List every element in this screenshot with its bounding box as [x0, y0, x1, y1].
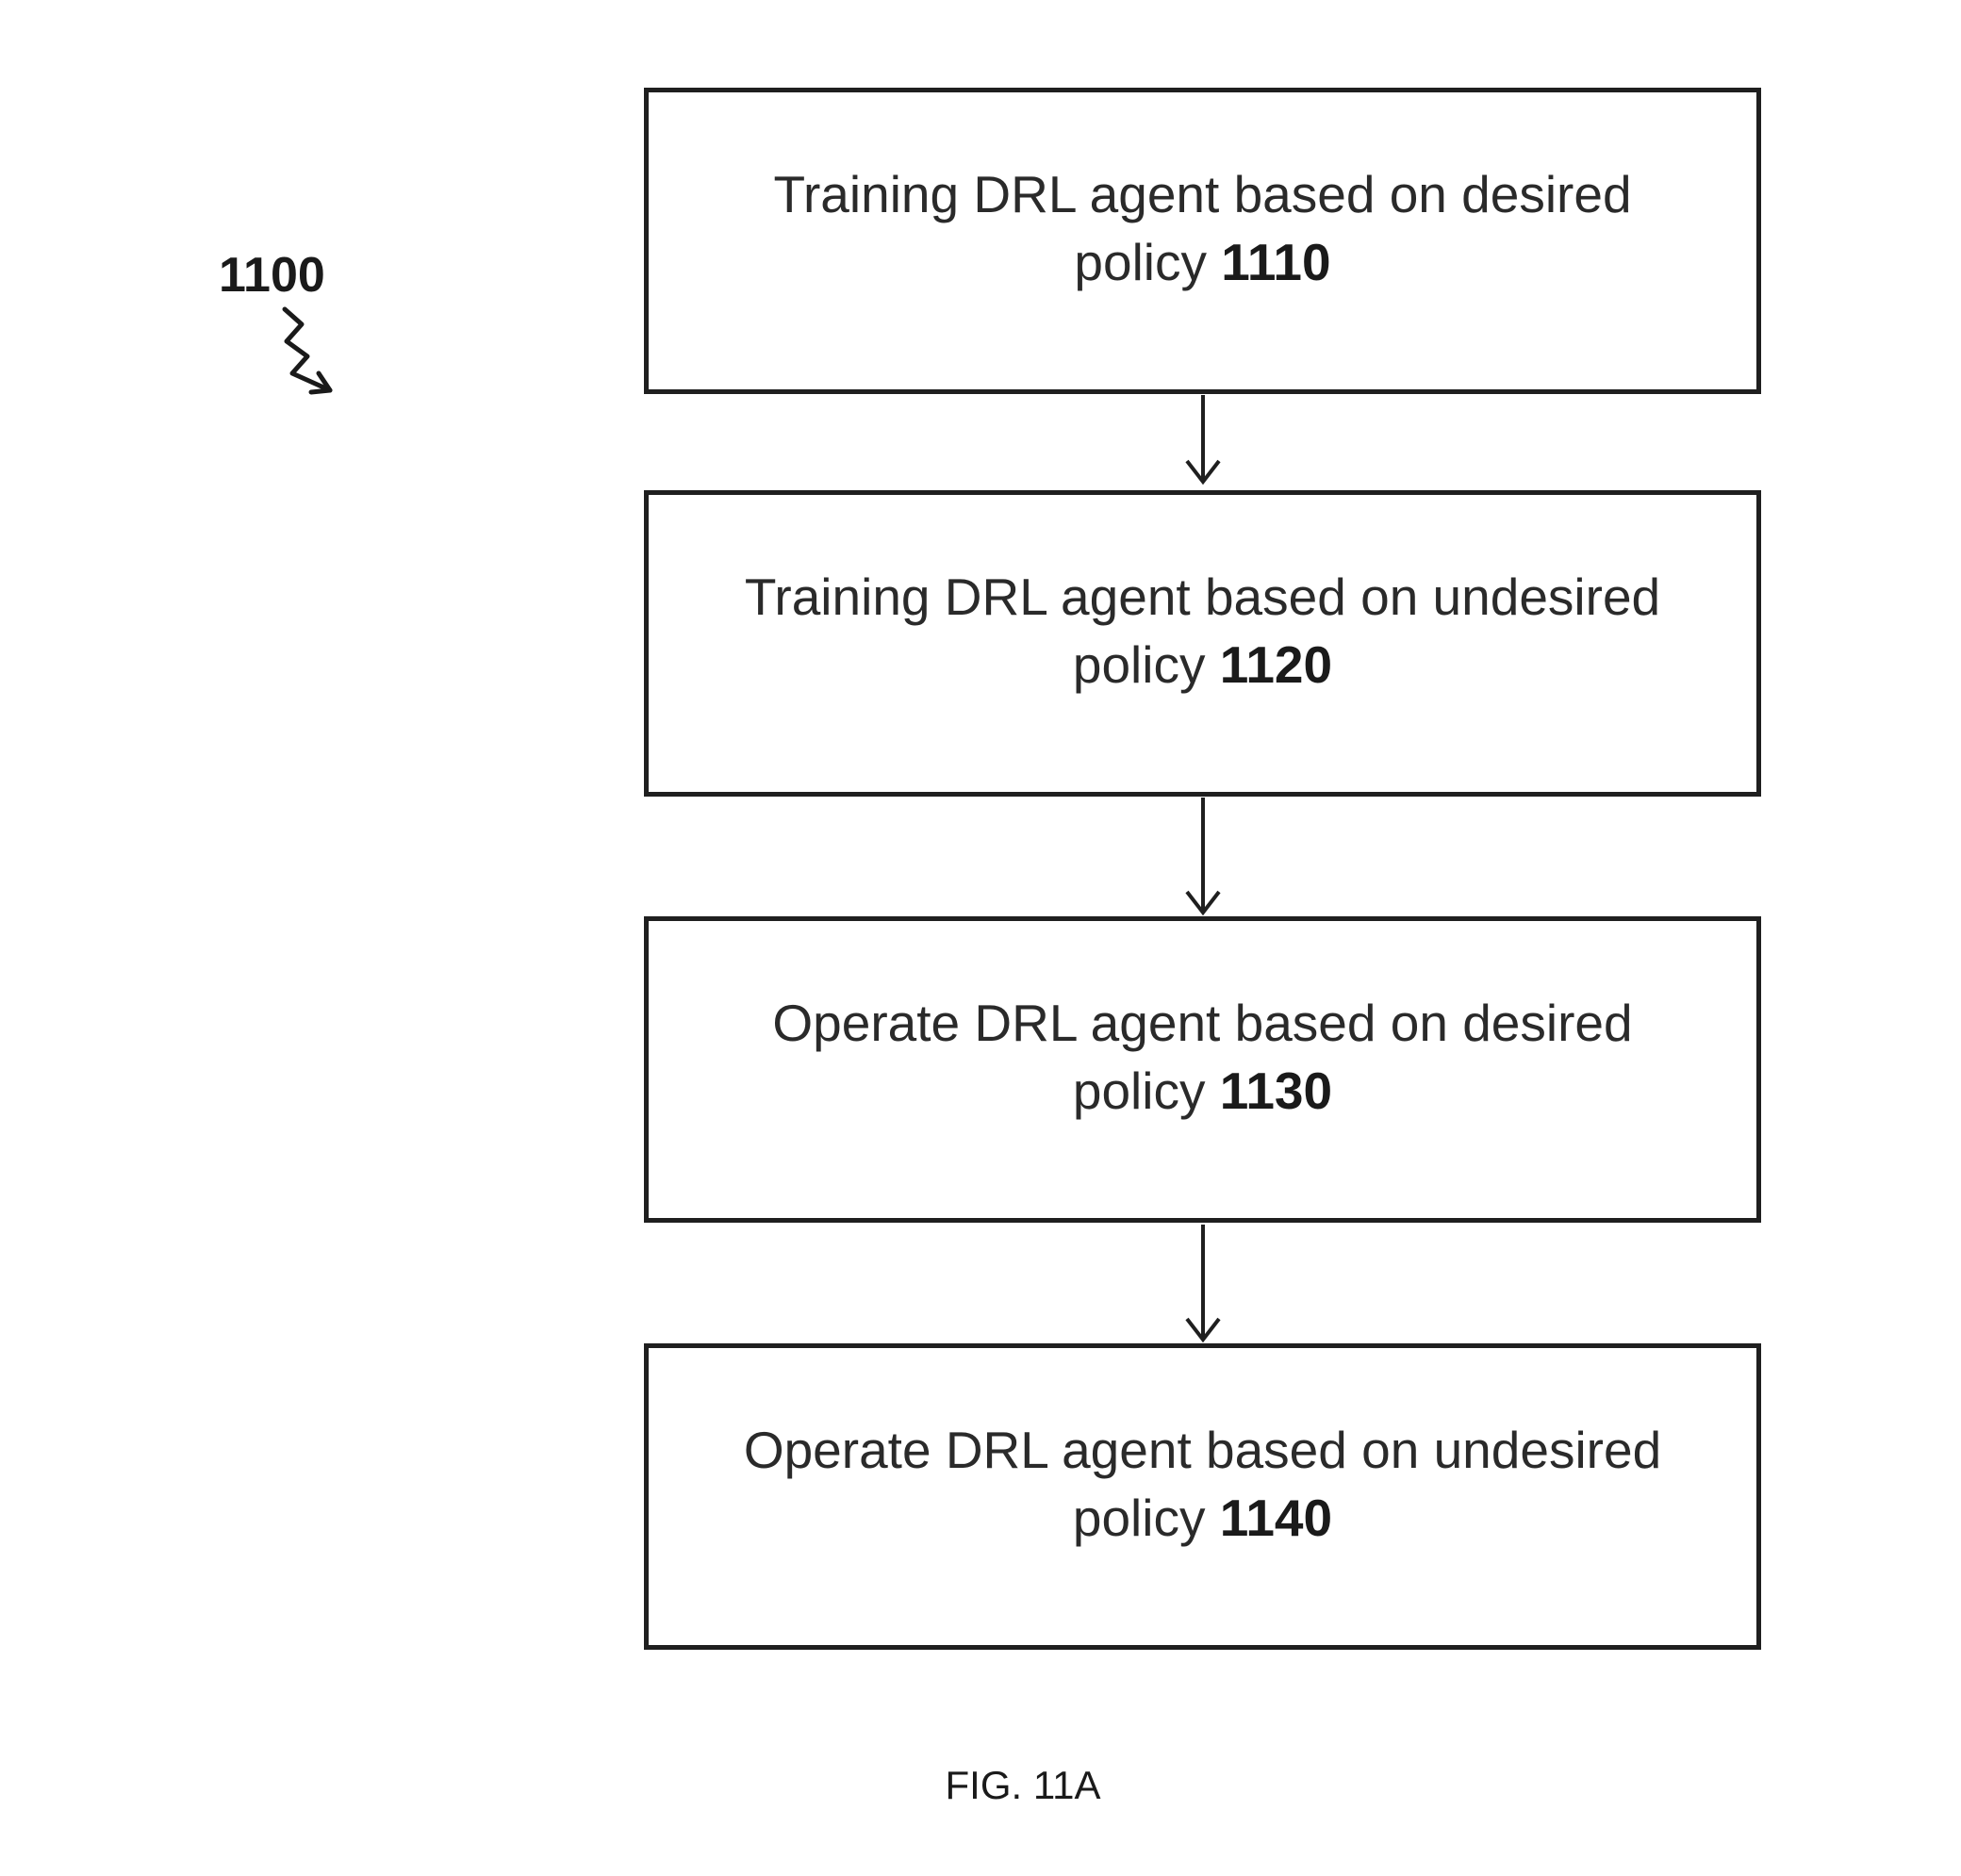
flow-arrow-2-to-3-icon [1185, 798, 1221, 916]
flow-step-line2-3: policy [1072, 1061, 1206, 1120]
flow-step-line1-1: Training DRL agent based on desired [773, 164, 1632, 223]
flow-step-box-2: Training DRL agent based on undesired po… [644, 490, 1761, 797]
flow-arrow-3-to-4-icon [1185, 1225, 1221, 1343]
flow-arrow-1-to-2-icon [1185, 395, 1221, 485]
flow-step-box-4: Operate DRL agent based on undesired pol… [644, 1343, 1761, 1650]
flow-step-box-3: Operate DRL agent based on desired polic… [644, 916, 1761, 1223]
flow-step-line2-2: policy [1072, 634, 1206, 694]
flow-step-number-4: 1140 [1219, 1488, 1333, 1547]
flow-step-text-1: Training DRL agent based on desired poli… [773, 160, 1631, 322]
reference-pointer-arrow-icon [282, 306, 333, 395]
flow-step-line1-4: Operate DRL agent based on undesired [743, 1420, 1662, 1479]
flow-step-number-2: 1120 [1219, 634, 1333, 694]
flow-step-line1-2: Training DRL agent based on undesired [744, 567, 1661, 626]
flow-step-text-3: Operate DRL agent based on desired polic… [772, 989, 1632, 1151]
flow-step-box-1: Training DRL agent based on desired poli… [644, 88, 1761, 394]
flow-step-text-4: Operate DRL agent based on undesired pol… [744, 1416, 1661, 1578]
flow-step-text-2: Training DRL agent based on undesired po… [745, 563, 1660, 725]
flow-step-line2-4: policy [1072, 1488, 1206, 1547]
figure-reference-label: 1100 [219, 248, 325, 303]
figure-caption: FIG. 11A [945, 1763, 1101, 1807]
flow-step-line1-3: Operate DRL agent based on desired [772, 993, 1633, 1052]
flow-step-number-3: 1130 [1219, 1061, 1333, 1120]
flow-step-number-1: 1110 [1221, 232, 1331, 291]
flow-step-line2-1: policy [1074, 232, 1208, 291]
